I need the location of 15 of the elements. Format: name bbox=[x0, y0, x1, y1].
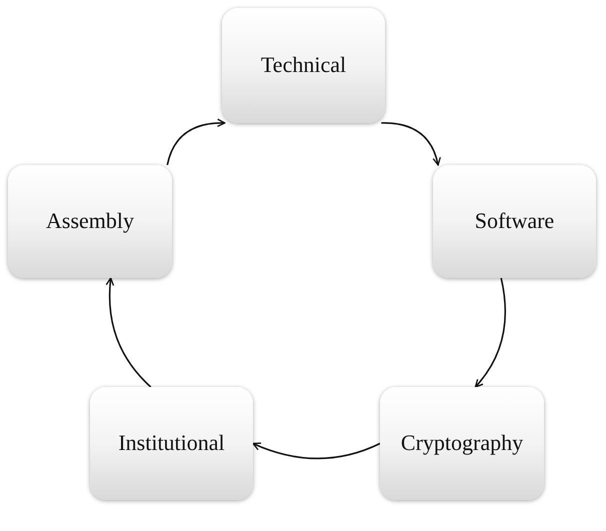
curved-arrow bbox=[166, 118, 226, 166]
curved-arrow bbox=[381, 122, 441, 166]
box-label: Technical bbox=[260, 52, 346, 79]
rounded-box bbox=[90, 387, 253, 500]
box-label: Institutional bbox=[118, 430, 225, 457]
curved-arrow bbox=[106, 277, 152, 388]
rounded-box bbox=[222, 8, 385, 123]
box-label: Software bbox=[474, 208, 554, 235]
rounded-box bbox=[433, 165, 596, 278]
rounded-box bbox=[380, 387, 544, 500]
curved-arrow bbox=[252, 442, 380, 460]
box-label: Assembly bbox=[46, 208, 134, 235]
box-label: Cryptography bbox=[400, 430, 524, 457]
curved-arrow bbox=[474, 278, 506, 388]
rounded-box bbox=[8, 165, 172, 278]
